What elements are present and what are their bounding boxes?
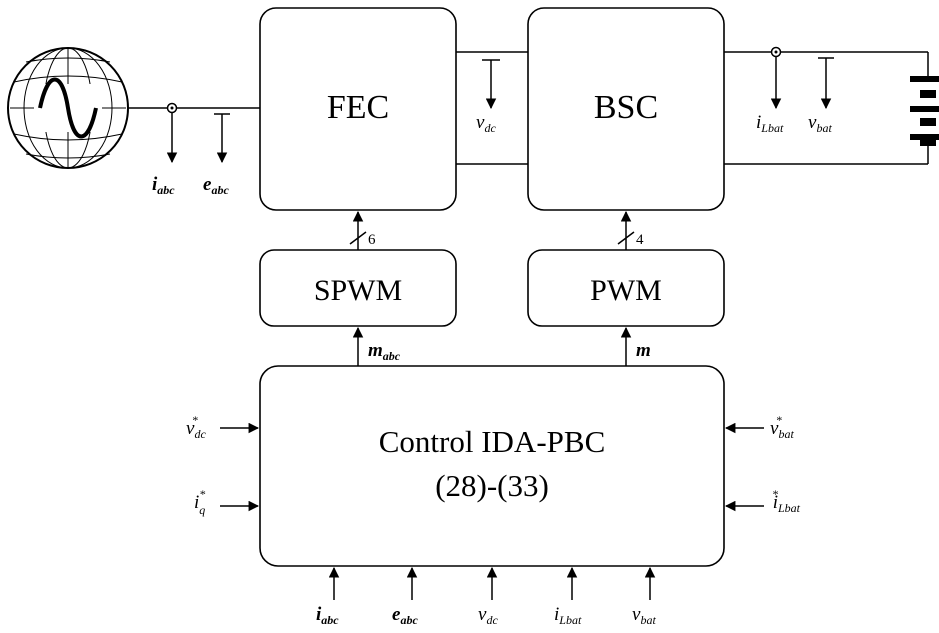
bsc-block	[527, 7, 725, 211]
label-vdc-link: vdc	[476, 112, 496, 135]
label-vdc-ref: vdc*	[186, 413, 206, 441]
label-m: m	[636, 340, 651, 361]
bus-width-6: 6	[368, 232, 376, 248]
label-mabc: mabc	[368, 340, 401, 363]
control-equations: (28)-(33)	[435, 468, 549, 503]
label-iLbat-ref: iLbat*	[772, 487, 801, 515]
control-title: Control IDA-PBC	[379, 424, 606, 459]
label-eabc-input: eabc	[392, 604, 418, 627]
battery-icon	[910, 76, 939, 146]
label-iq-ref: iq*	[194, 487, 205, 517]
pwm-label: PWM	[590, 274, 662, 307]
label-iabc-input: iabc	[316, 604, 339, 627]
label-iLbat-input: iLbat	[554, 604, 582, 627]
label-vbat-ref: vbat*	[770, 413, 794, 441]
label-iLbat-sensor: iLbat	[756, 112, 784, 135]
label-vdc-input: vdc	[478, 604, 498, 627]
grid-source-icon	[7, 47, 129, 169]
label-vbat-sensor: vbat	[808, 112, 832, 135]
spwm-label: SPWM	[314, 274, 402, 307]
bus-width-4: 4	[636, 232, 644, 248]
control-block	[259, 365, 725, 567]
label-vbat-input: vbat	[632, 604, 656, 627]
label-eabc-ac: eabc	[203, 174, 229, 197]
fec-block	[259, 7, 457, 211]
bsc-label: BSC	[594, 89, 658, 126]
fec-label: FEC	[327, 89, 389, 126]
label-iabc-ac: iabc	[152, 174, 175, 197]
